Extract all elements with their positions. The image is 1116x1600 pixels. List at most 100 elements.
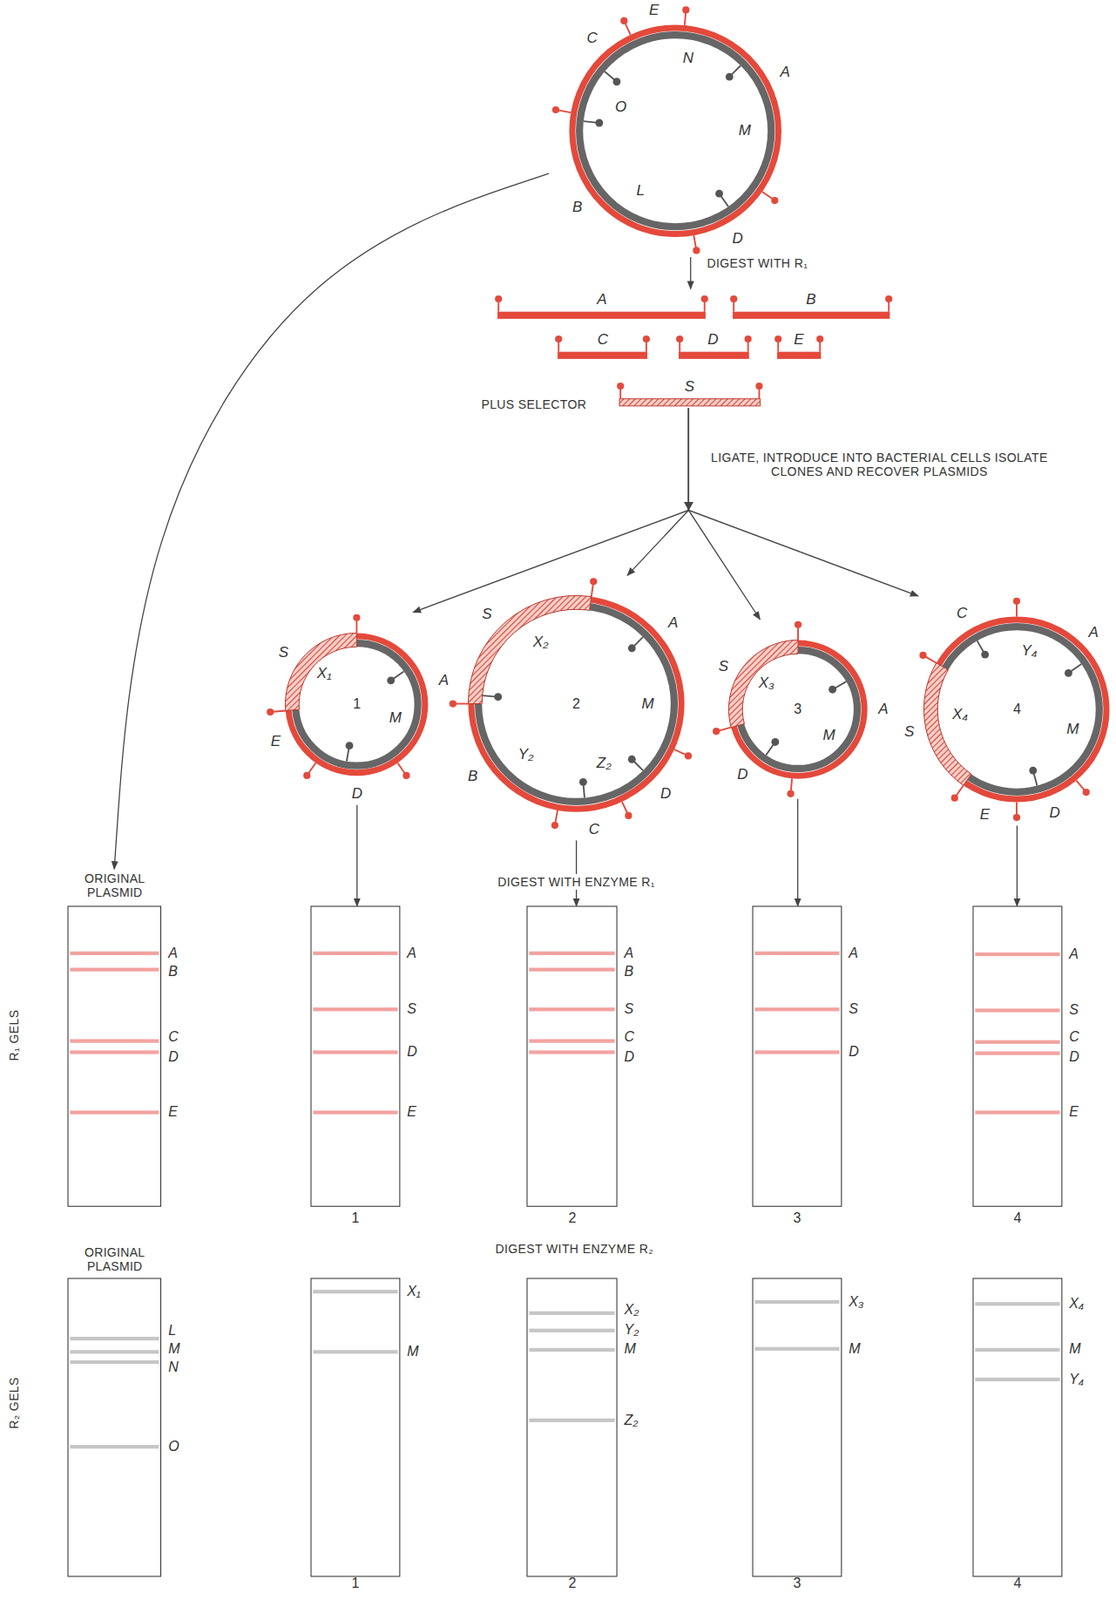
r1-site — [555, 810, 558, 823]
gel-band — [529, 1007, 616, 1011]
r1-end-dot — [555, 335, 563, 343]
r1-end-dot — [816, 335, 824, 343]
r1-site — [309, 762, 317, 773]
gel-band — [754, 1007, 839, 1011]
r1-site-dot — [712, 727, 720, 735]
band-label: S — [406, 1001, 417, 1016]
gel-band — [974, 1301, 1060, 1306]
gel-lane: X₂Y₂MZ₂2 — [527, 1278, 642, 1594]
site-label: S — [481, 605, 492, 623]
process-arrow — [575, 839, 577, 906]
r1-site — [684, 13, 686, 26]
r1-end — [746, 341, 749, 352]
r1-site — [273, 710, 286, 711]
r1-end-dot — [744, 335, 751, 343]
gel-box — [311, 1278, 400, 1576]
site-label: C — [586, 29, 597, 48]
process-arrow — [1016, 825, 1018, 906]
band-label: D — [406, 1044, 418, 1059]
process-arrow — [688, 407, 918, 596]
r2-site — [721, 196, 729, 207]
process-arrow — [356, 804, 358, 907]
r1-end — [732, 302, 735, 312]
shape-outline — [527, 1278, 617, 1576]
band-label: S — [848, 1001, 859, 1016]
site-label: A — [439, 671, 449, 690]
site-label: L — [636, 182, 645, 200]
gel-band — [70, 1109, 160, 1114]
r1-site-dot — [684, 752, 692, 760]
r1-end-dot — [774, 335, 782, 343]
gel-box — [752, 1278, 842, 1576]
site-label: O — [615, 99, 627, 117]
site-label: M — [822, 726, 835, 744]
site-label: N — [683, 49, 694, 68]
fragment-bar — [497, 311, 706, 319]
gel-band — [529, 1311, 616, 1315]
site-label: Y₂ — [518, 745, 535, 764]
r1-site-dot — [449, 700, 457, 708]
r1-site-dot — [771, 196, 778, 204]
r2-site — [731, 65, 741, 75]
r2-site-dot — [981, 649, 990, 658]
r1-site-dot — [1082, 788, 1090, 796]
gel-band — [312, 1109, 398, 1114]
band-label: O — [168, 1439, 179, 1454]
band-label: A — [1068, 946, 1079, 961]
step-label: LIGATE, INTRODUCE INTO BACTERIAL CELLS I… — [704, 450, 1054, 479]
band-label: X₂ — [624, 1302, 640, 1317]
r1-end — [619, 388, 622, 399]
gel-band — [312, 1349, 398, 1353]
clone-number: 2 — [568, 1210, 576, 1226]
site-label: Y₄ — [1021, 642, 1037, 661]
clone-number: 2 — [568, 1575, 576, 1591]
site-label: D — [731, 229, 743, 248]
site-label: C — [597, 331, 609, 349]
shape-outline — [67, 1278, 162, 1576]
dna-fragment: A — [491, 288, 712, 321]
fragment-bar — [732, 311, 890, 319]
gel-heading: ORIGINAL PLASMID — [66, 1244, 164, 1273]
r1-site — [797, 627, 799, 640]
band-label: C — [168, 1029, 179, 1044]
gel-band — [529, 967, 616, 971]
gel-box — [527, 1278, 617, 1576]
gel-box — [973, 906, 1062, 1206]
band-label: D — [848, 1044, 859, 1059]
r1-site-dot — [552, 106, 560, 114]
clone-number: 1 — [352, 696, 361, 712]
step-label: DIGEST WITH ENZYME R₁ — [493, 873, 659, 890]
band-label: Y₄ — [1068, 1372, 1084, 1387]
gel-band — [312, 1289, 398, 1293]
band-label: N — [168, 1359, 179, 1374]
band-label: L — [168, 1323, 176, 1338]
fragment-bar — [777, 351, 821, 359]
shape-outline — [973, 1278, 1062, 1576]
r2-site-dot — [828, 685, 837, 694]
r2-site-dot — [715, 189, 724, 197]
site-label: C — [588, 820, 600, 839]
band-label: M — [406, 1344, 419, 1359]
r1-end-dot — [676, 335, 684, 343]
gel-box — [973, 1278, 1062, 1576]
site-label: D — [351, 784, 363, 803]
gel-band — [529, 1049, 616, 1054]
r2-site — [977, 640, 984, 652]
clone-number: 2 — [572, 696, 581, 712]
gel-band — [754, 1346, 839, 1351]
r1-end-dot — [616, 382, 624, 390]
r1-end — [777, 341, 779, 352]
band-label: Z₂ — [624, 1413, 639, 1428]
r1-site — [674, 749, 686, 755]
process-arrow — [689, 257, 691, 289]
gel-lane: ORIGINAL PLASMIDLMNO — [63, 1242, 183, 1576]
r1-site-dot — [353, 613, 361, 621]
r1-site — [762, 191, 773, 199]
site-label: D — [1049, 804, 1061, 822]
clone-number: 4 — [1014, 1575, 1022, 1591]
r1-site — [455, 703, 468, 705]
r1-end-dot — [885, 295, 893, 303]
site-label: A — [878, 700, 888, 718]
r1-end — [558, 341, 561, 352]
r1-site — [1015, 603, 1018, 616]
